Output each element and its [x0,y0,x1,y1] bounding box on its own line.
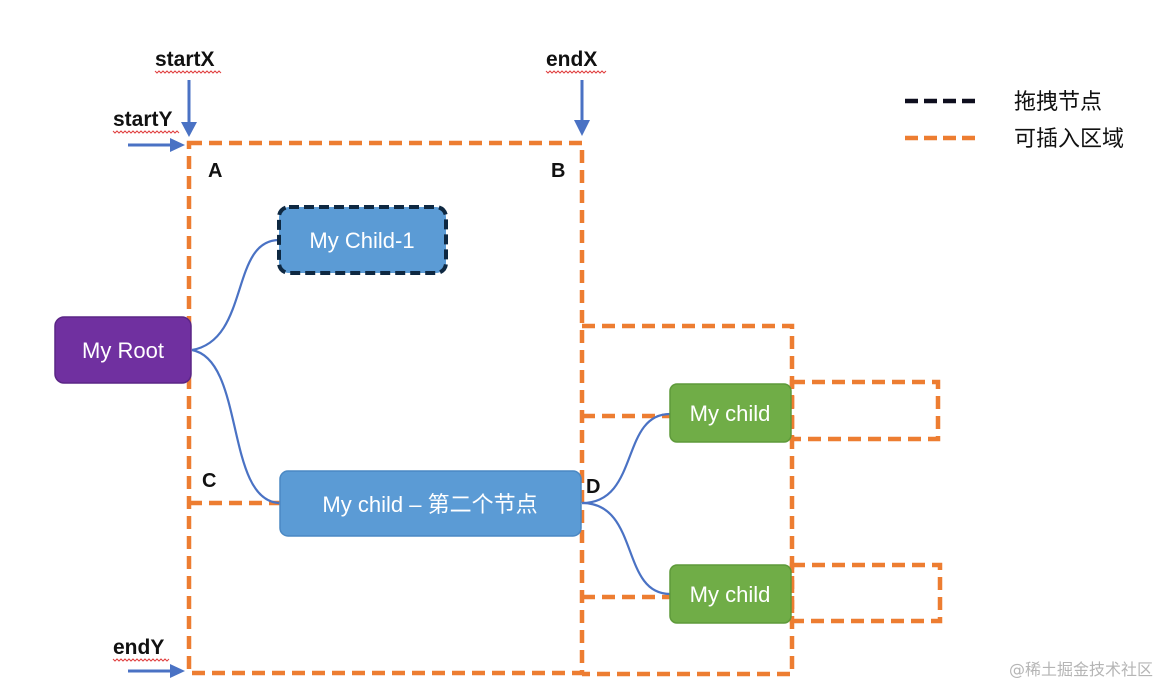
end-x-spellcheck-underline [545,70,607,74]
child-2-node-box [279,470,582,537]
child-1-node-dragging[interactable]: My Child-1 [277,205,448,275]
grandchild-bottom-node[interactable]: My child [669,564,792,624]
grandchild-top-node-label: My child [690,401,771,426]
end-x-arrow-head [574,120,590,136]
insert-zone-main [186,140,585,676]
grandchild-bottom-node-label: My child [690,582,771,607]
start-x-label: startX [155,48,215,71]
insert-zone-grandchild-top [789,379,941,442]
grandchild-top-node-box [669,383,792,443]
legend-drag-node-label: 拖拽节点 [1014,90,1102,115]
start-x-spellcheck-underline [154,70,222,74]
grandchild-top-node[interactable]: My child [669,383,792,443]
connector-root-child-1 [191,238,280,352]
legend-insert-area-label: 可插入区域 [1014,127,1124,152]
root-node-box [54,316,192,384]
insert-zone-grandchild-bottom [789,562,943,624]
connector-root-child-2 [191,348,280,505]
end-y-arrow-head [170,664,185,678]
end-y-label: endY [113,636,164,659]
watermark: @稀土掘金技术社区 [1009,660,1153,679]
legend: 拖拽节点 可插入区域 [905,90,1124,152]
root-node-label: My Root [82,338,164,363]
child-1-node-label: My Child-1 [309,228,414,253]
end-y-spellcheck-underline [112,658,170,662]
corner-label-d: D [586,476,600,498]
child-2-node-label: My child – 第二个节点 [322,492,537,517]
start-y-label: startY [113,108,173,131]
connector-child-2-grandchild-top [581,412,671,505]
child-2-node[interactable]: My child – 第二个节点 [279,470,582,537]
insert-zone-d-column [582,323,795,677]
start-y-arrow-head [170,138,185,152]
child-1-node-box [277,205,448,275]
root-node[interactable]: My Root [54,316,192,384]
grandchild-bottom-node-box [669,564,792,624]
corner-label-a: A [208,160,222,182]
connector-child-2-grandchild-bottom [581,501,671,596]
start-y-spellcheck-underline [112,130,180,134]
end-x-label: endX [546,48,597,71]
corner-label-b: B [551,160,565,182]
corner-label-c: C [202,470,216,492]
start-x-arrow-head [181,122,197,137]
